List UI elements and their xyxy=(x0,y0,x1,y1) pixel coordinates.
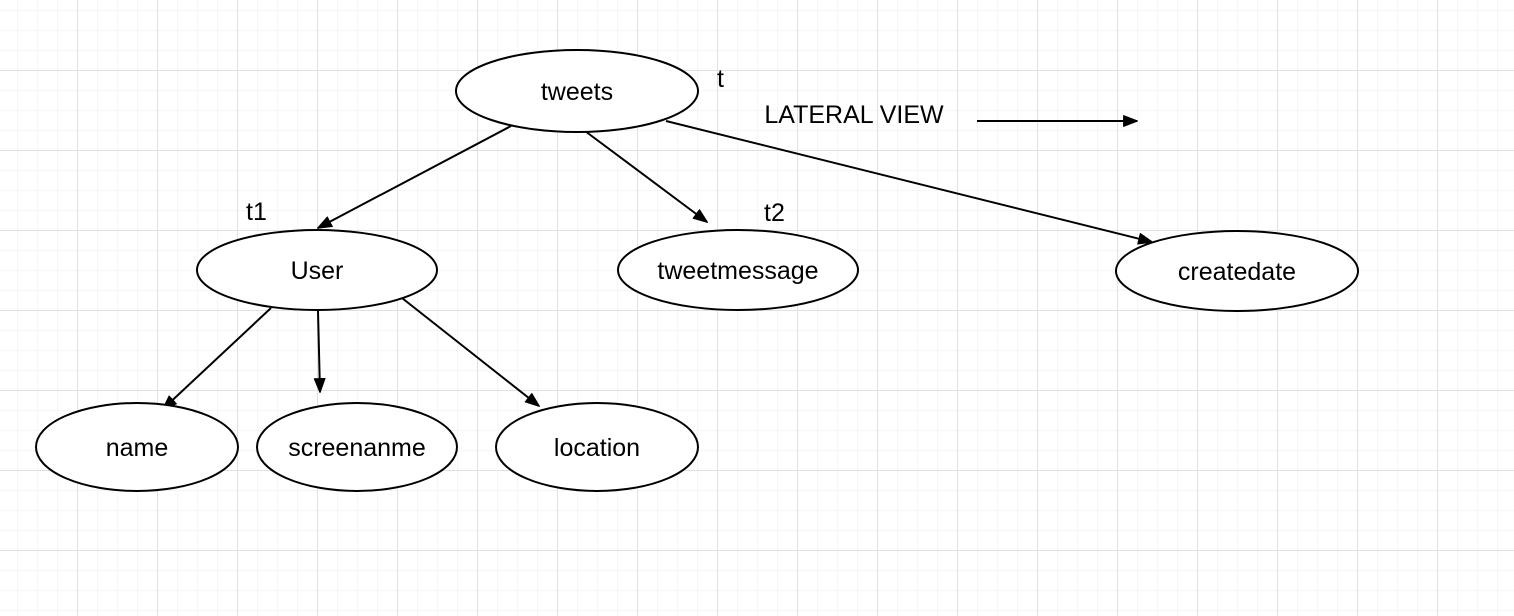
node-createdate-shape xyxy=(1115,230,1359,312)
node-screenanme-shape xyxy=(256,402,458,492)
node-location-shape xyxy=(495,402,699,492)
node-screenanme[interactable]: screenanme xyxy=(256,402,458,492)
node-tweets-label: tweets xyxy=(541,78,613,106)
node-createdate[interactable]: createdate xyxy=(1115,230,1359,312)
node-name-shape xyxy=(35,402,239,492)
edge-tweets-tweetmessage[interactable] xyxy=(584,130,708,223)
edge-tweets-user[interactable] xyxy=(316,125,512,229)
node-user-shape xyxy=(196,229,438,311)
node-name-label: name xyxy=(106,434,169,462)
edge-user-location[interactable] xyxy=(401,297,540,407)
node-tweets[interactable]: tweets xyxy=(455,49,699,133)
node-tweets-shape xyxy=(455,49,699,133)
alias-label-t[interactable]: t xyxy=(717,65,724,93)
node-tweetmessage-label: tweetmessage xyxy=(657,257,818,285)
node-tweetmessage[interactable]: tweetmessage xyxy=(617,229,859,311)
node-user[interactable]: User xyxy=(196,229,438,311)
node-tweetmessage-shape xyxy=(617,229,859,311)
node-screenanme-label: screenanme xyxy=(288,434,426,462)
node-name[interactable]: name xyxy=(35,402,239,492)
alias-label-t1[interactable]: t1 xyxy=(246,198,267,226)
edge-tweets-createdate[interactable] xyxy=(665,120,1154,245)
node-user-label: User xyxy=(291,257,344,285)
node-location[interactable]: location xyxy=(495,402,699,492)
alias-label-t2[interactable]: t2 xyxy=(764,199,785,227)
node-location-label: location xyxy=(554,434,640,462)
node-createdate-label: createdate xyxy=(1178,258,1296,286)
edge-user-screenanme[interactable] xyxy=(313,310,326,394)
lateral-view-label[interactable]: LATERAL VIEW xyxy=(764,101,944,129)
edge-user-name[interactable] xyxy=(162,307,272,410)
